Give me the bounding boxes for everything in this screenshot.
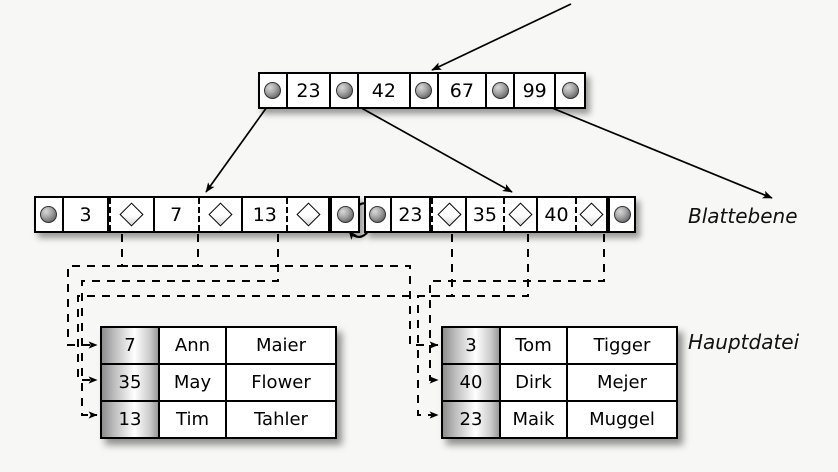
- diamond-record-pointer-icon: [579, 202, 604, 227]
- leaf-right-record-pointer-2[interactable]: [574, 198, 609, 231]
- table-right-last-1: Mejer: [596, 372, 648, 393]
- table-right-first-2: Maik: [501, 402, 568, 437]
- table-right-last-0: Tigger: [593, 335, 651, 356]
- leaf-left-record-pointer-1[interactable]: [197, 198, 242, 231]
- table-right-first-1: Dirk: [501, 365, 568, 400]
- leaf-right-key-2: 40: [536, 198, 575, 231]
- leaf-node-right[interactable]: 23 35 40: [364, 196, 636, 233]
- root-key-1: 42: [358, 74, 411, 107]
- leaf-left-record-pointer-0[interactable]: [109, 198, 153, 231]
- leaf-right-key-0: 23: [391, 198, 432, 231]
- table-left-key-2: 13: [102, 402, 160, 437]
- table-row[interactable]: 23 Maik Muggel: [443, 402, 676, 437]
- root-pointer-3[interactable]: [487, 74, 515, 107]
- table-left-first-2: Tim: [160, 402, 227, 437]
- table-row[interactable]: 7 Ann Maier: [102, 328, 335, 365]
- table-left-last-1: Flower: [251, 372, 311, 393]
- leaf-right-record-pointer-0[interactable]: [431, 198, 465, 231]
- leaf-left-next-pointer[interactable]: [330, 198, 359, 231]
- diamond-record-pointer-icon: [208, 202, 233, 227]
- root-to-right-leaf-arrow: [346, 99, 513, 193]
- main-file-table-left: 7 Ann Maier 35 May Flower 13 Tim Tahler: [100, 326, 337, 439]
- table-left-last-2: Tahler: [254, 409, 308, 430]
- table-left-key-1: 35: [102, 365, 160, 400]
- leaf-right-key-1: 35: [464, 198, 503, 231]
- table-left-first-1: May: [160, 365, 227, 400]
- root-pointer-4[interactable]: [556, 74, 585, 107]
- table-left-first-0: Ann: [160, 328, 227, 363]
- sphere-pointer-icon: [335, 82, 353, 99]
- diamond-record-pointer-icon: [296, 202, 321, 227]
- main-file-table-right: 3 Tom Tigger 40 Dirk Mejer 23 Maik Mugge…: [441, 326, 678, 439]
- root-to-left-leaf-arrow: [205, 99, 273, 193]
- root-key-0: 23: [287, 74, 332, 107]
- table-right-first-0: Tom: [501, 328, 568, 363]
- root-pointer-1[interactable]: [331, 74, 359, 107]
- sphere-pointer-icon: [369, 206, 387, 223]
- root-key-2: 67: [438, 74, 488, 107]
- root-node[interactable]: 23 42 67 99: [258, 72, 586, 109]
- sphere-pointer-icon: [561, 82, 579, 99]
- root-key-3: 99: [514, 74, 557, 107]
- leaf-left-prev-pointer[interactable]: [36, 198, 64, 231]
- sphere-pointer-icon: [613, 206, 631, 223]
- table-row[interactable]: 40 Dirk Mejer: [443, 365, 676, 402]
- leaf-node-left[interactable]: 3 7 13: [34, 196, 360, 233]
- diamond-record-pointer-icon: [508, 202, 533, 227]
- leaf-left-record-pointer-2[interactable]: [286, 198, 331, 231]
- leaf-left-key-0: 3: [63, 198, 110, 231]
- table-row[interactable]: 3 Tom Tigger: [443, 328, 676, 365]
- root-pointer-2[interactable]: [410, 74, 439, 107]
- table-left-last-0: Maier: [255, 335, 307, 356]
- leaf-right-prev-pointer[interactable]: [366, 198, 392, 231]
- leaf-right-next-pointer[interactable]: [608, 198, 634, 231]
- leaf-left-key-2: 13: [241, 198, 287, 231]
- leaf-right-record-pointer-1[interactable]: [502, 198, 537, 231]
- sphere-pointer-icon: [491, 82, 509, 99]
- table-right-last-2: Muggel: [589, 409, 655, 430]
- table-left-key-0: 7: [102, 328, 160, 363]
- sphere-pointer-icon: [264, 82, 282, 99]
- diamond-record-pointer-icon: [119, 202, 144, 227]
- table-row[interactable]: 13 Tim Tahler: [102, 402, 335, 437]
- caption-main-file: Hauptdatei: [688, 330, 800, 354]
- table-right-key-1: 40: [443, 365, 501, 400]
- sphere-pointer-icon: [40, 206, 58, 223]
- root-incoming-arrow: [431, 3, 572, 71]
- leaf-left-key-1: 7: [152, 198, 198, 231]
- root-pointer-0[interactable]: [260, 74, 288, 107]
- caption-leaf-level: Blattebene: [688, 204, 798, 228]
- sphere-pointer-icon: [415, 82, 433, 99]
- table-row[interactable]: 35 May Flower: [102, 365, 335, 402]
- diamond-record-pointer-icon: [437, 202, 462, 227]
- table-right-key-2: 23: [443, 402, 501, 437]
- table-right-key-0: 3: [443, 328, 501, 363]
- sphere-pointer-icon: [336, 206, 354, 223]
